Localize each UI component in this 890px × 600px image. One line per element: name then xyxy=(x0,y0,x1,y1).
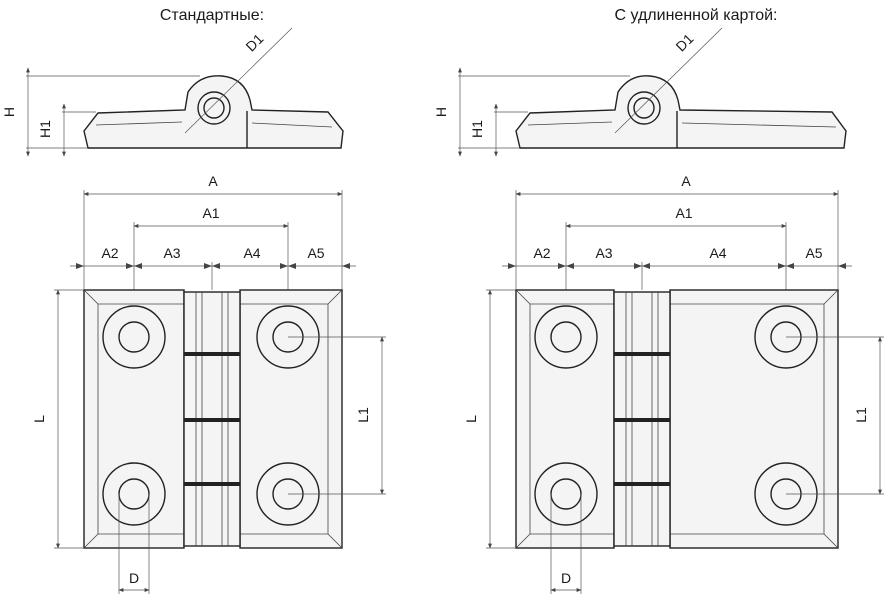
h-label: H xyxy=(433,107,449,117)
a1-label: A1 xyxy=(675,205,692,221)
d1-label: D1 xyxy=(242,30,266,54)
extended-hinge: С удлиненной картой: D1 H H1 A xyxy=(433,7,884,594)
a3-label: A3 xyxy=(163,245,180,261)
d1-label: D1 xyxy=(672,30,696,54)
a4-label: A4 xyxy=(709,245,726,261)
a5-label: A5 xyxy=(307,245,324,261)
a5-label: A5 xyxy=(805,245,822,261)
a4-label: A4 xyxy=(243,245,260,261)
a2-label: A2 xyxy=(101,245,118,261)
standard-side-view: D1 H H1 xyxy=(1,27,344,157)
a1-label: A1 xyxy=(202,205,219,221)
extended-side-view: D1 H H1 xyxy=(433,27,847,157)
a3-label: A3 xyxy=(595,245,612,261)
extended-width-dims: A A1 A2 A3 A4 A5 xyxy=(502,173,852,334)
d-label: D xyxy=(561,570,571,586)
standard-width-dims: A A1 A2 A3 A4 A5 xyxy=(70,173,356,334)
a-label: A xyxy=(208,173,218,189)
standard-title: Стандартные: xyxy=(160,7,264,24)
standard-hinge: Стандартные: D1 H H1 A xyxy=(1,7,386,594)
l-label: L xyxy=(463,415,479,423)
d-label: D xyxy=(129,570,139,586)
h-label: H xyxy=(1,107,17,117)
a-label: A xyxy=(681,173,691,189)
standard-top-view: L L1 D xyxy=(31,289,386,594)
l1-label: L1 xyxy=(355,407,371,423)
extended-title: С удлиненной картой: xyxy=(615,7,778,24)
l-label: L xyxy=(31,415,47,423)
l1-label: L1 xyxy=(853,407,869,423)
a2-label: A2 xyxy=(533,245,550,261)
extended-top-view: L L1 D xyxy=(463,289,884,594)
h1-label: H1 xyxy=(37,120,53,138)
h1-label: H1 xyxy=(469,120,485,138)
